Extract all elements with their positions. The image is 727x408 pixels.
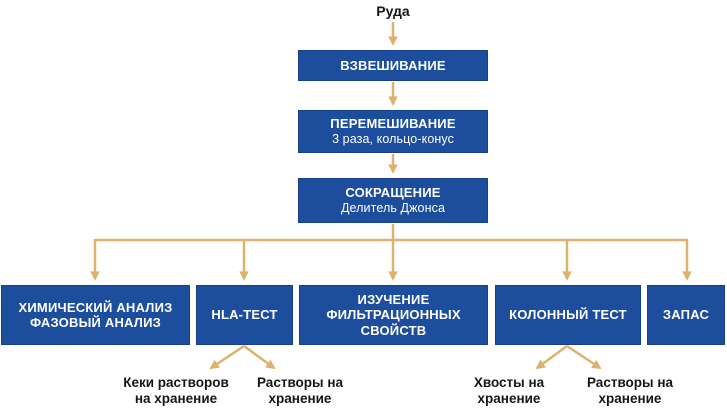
branch-hla-test-title: HLA-ТЕСТ [211,307,278,323]
branch-filtration-study: ИЗУЧЕНИЕ ФИЛЬТРАЦИОННЫХ СВОЙСТВ [299,285,488,345]
branch-filtration-study-title: ИЗУЧЕНИЕ ФИЛЬТРАЦИОННЫХ СВОЙСТВ [326,292,461,338]
output-label-solutions-storage-right: Растворы на хранение [586,375,673,406]
output-label-solution-cakes: Кеки растворов на хранение [123,375,229,406]
output-label-solutions-storage-left: Растворы на хранение [256,375,343,406]
branch-reserve: ЗАПАС [647,285,725,345]
step-weighing-title: ВЗВЕШИВАНИЕ [340,57,446,73]
branch-chemical-analysis: ХИМИЧЕСКИЙ АНАЛИЗ ФАЗОВЫЙ АНАЛИЗ [1,285,190,345]
branch-column-test-title: КОЛОННЫЙ ТЕСТ [509,307,627,323]
output-label-tails-storage: Хвосты на хранение [473,375,545,406]
arrow-column-to-solutions [566,344,602,370]
arrow-hla-to-cakes [209,344,245,370]
arrow-hla-to-solutions [243,344,276,370]
arrow-column-to-tails [535,344,568,370]
branch-chemical-analysis-title: ХИМИЧЕСКИЙ АНАЛИЗ ФАЗОВЫЙ АНАЛИЗ [18,299,173,330]
step-reduction-subtitle: Делитель Джонса [340,200,446,215]
branch-column-test: КОЛОННЫЙ ТЕСТ [495,285,641,345]
step-mixing-subtitle: 3 раза, кольцо-конус [332,131,454,146]
step-reduction: СОКРАЩЕНИЕ Делитель Джонса [298,178,488,223]
branch-hla-test: HLA-ТЕСТ [196,285,293,345]
step-mixing: ПЕРЕМЕШИВАНИЕ 3 раза, кольцо-конус [298,110,488,153]
step-reduction-title: СОКРАЩЕНИЕ [345,184,441,200]
step-weighing: ВЗВЕШИВАНИЕ [298,50,488,81]
branch-reserve-title: ЗАПАС [662,307,710,323]
source-label-ore: Руда [376,3,410,19]
step-mixing-title: ПЕРЕМЕШИВАНИЕ [330,115,456,131]
